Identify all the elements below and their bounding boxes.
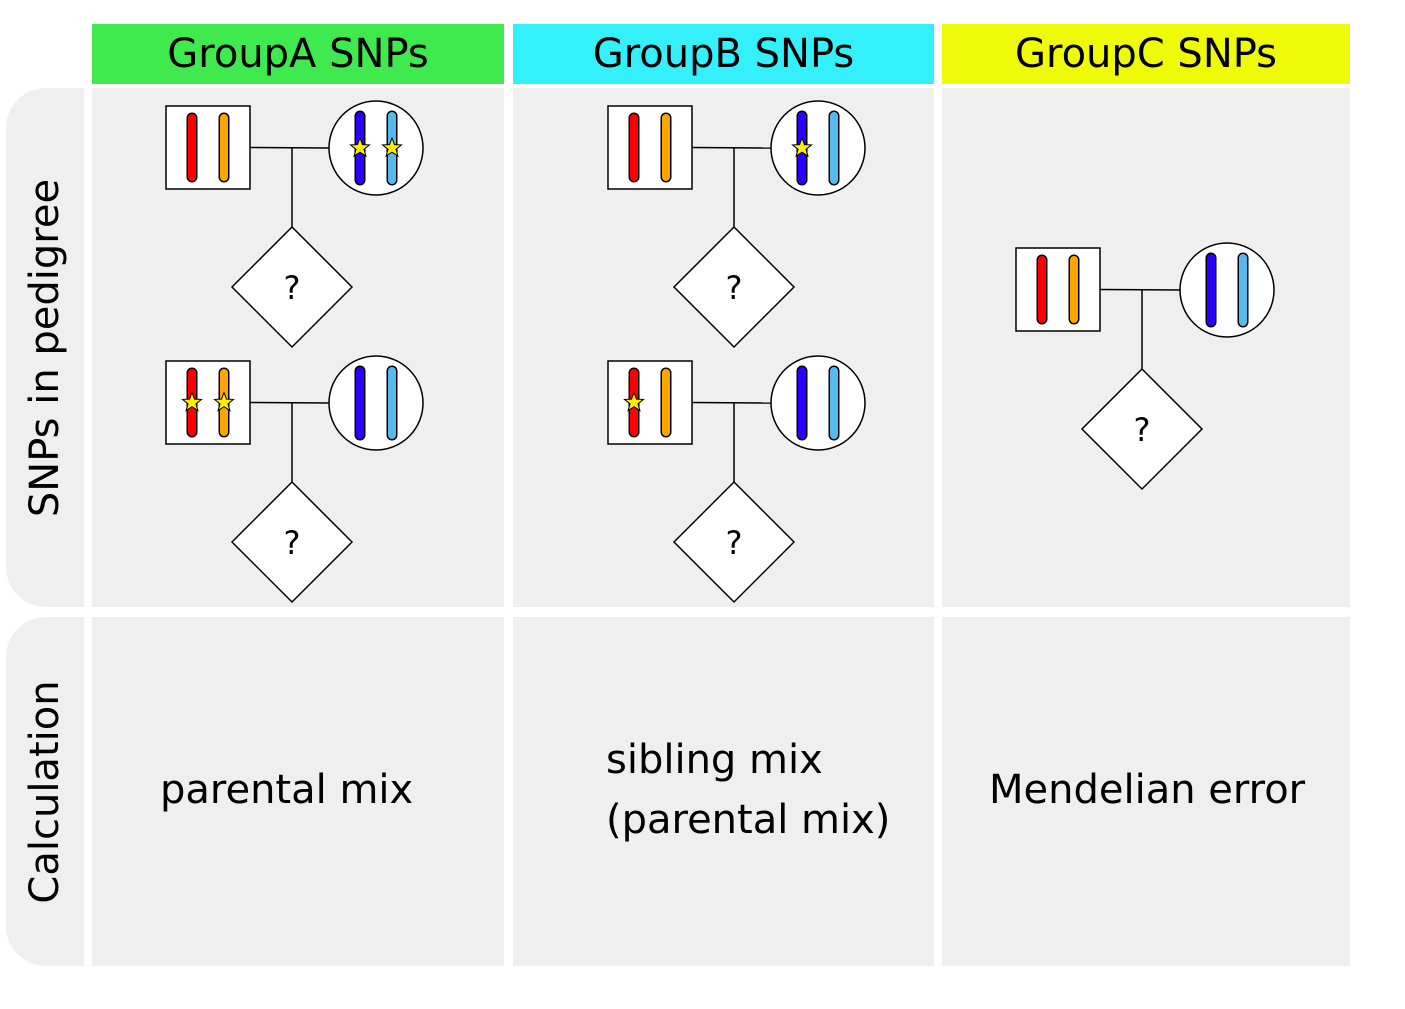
child-unknown-label: ? [726, 524, 743, 562]
child-diamond [1080, 367, 1204, 491]
child-unknown-label: ? [284, 524, 301, 562]
row-label-calculation: Calculation [6, 617, 84, 966]
mating-line [249, 146, 330, 149]
header-groupA: GroupA SNPs [92, 24, 504, 84]
row-label-pedigree: SNPs in pedigree [6, 88, 84, 607]
calc-groupA: parental mix [160, 767, 414, 813]
child-unknown-label: ? [284, 269, 301, 307]
pedigree-groupA-1: ? [165, 100, 424, 349]
cell-pedigree-groupC [942, 88, 1350, 607]
mother-circle [328, 100, 424, 196]
mother-circle [328, 355, 424, 451]
father-square [165, 105, 251, 190]
header-groupC: GroupC SNPs [942, 24, 1350, 84]
mother-chromosome-1-star-icon [791, 136, 813, 158]
mother-chromosome-2-star-icon [381, 136, 403, 158]
father-chromosome-1-star-icon [181, 391, 203, 412]
cell-calc-groupA [92, 617, 504, 966]
mating-line [249, 401, 330, 404]
pedigree-groupC-5: ? [1015, 242, 1275, 491]
father-chromosome-1-star-icon [623, 391, 645, 412]
header-groupB: GroupB SNPs [513, 24, 934, 84]
father-square [607, 105, 693, 190]
mating-line [691, 146, 772, 149]
father-square [607, 360, 693, 445]
mating-line [1099, 288, 1181, 291]
father-chromosome-2-star-icon [213, 391, 235, 412]
child-diamond [230, 225, 354, 349]
child-unknown-label: ? [726, 269, 743, 307]
pedigree-groupB-4: ? [607, 355, 866, 604]
father-square [1015, 247, 1101, 332]
mating-line [691, 401, 772, 404]
mother-chromosome-1-star-icon [349, 136, 371, 158]
child-diamond [672, 480, 796, 604]
child-unknown-label: ? [1134, 411, 1151, 449]
pedigree-groupB-3: ? [607, 100, 866, 349]
child-diamond [672, 225, 796, 349]
mother-circle [770, 100, 866, 196]
mother-circle [770, 355, 866, 451]
pedigree-groupA-2: ? [165, 355, 424, 604]
calc-groupC: Mendelian error [989, 767, 1306, 813]
cell-calc-groupC [942, 617, 1350, 966]
calc-groupB-line1: sibling mix [606, 737, 823, 783]
cell-calc-groupB [513, 617, 934, 966]
mother-circle [1179, 242, 1275, 338]
child-diamond [230, 480, 354, 604]
father-square [165, 360, 251, 445]
calc-groupB-line2: (parental mix) [606, 797, 891, 843]
